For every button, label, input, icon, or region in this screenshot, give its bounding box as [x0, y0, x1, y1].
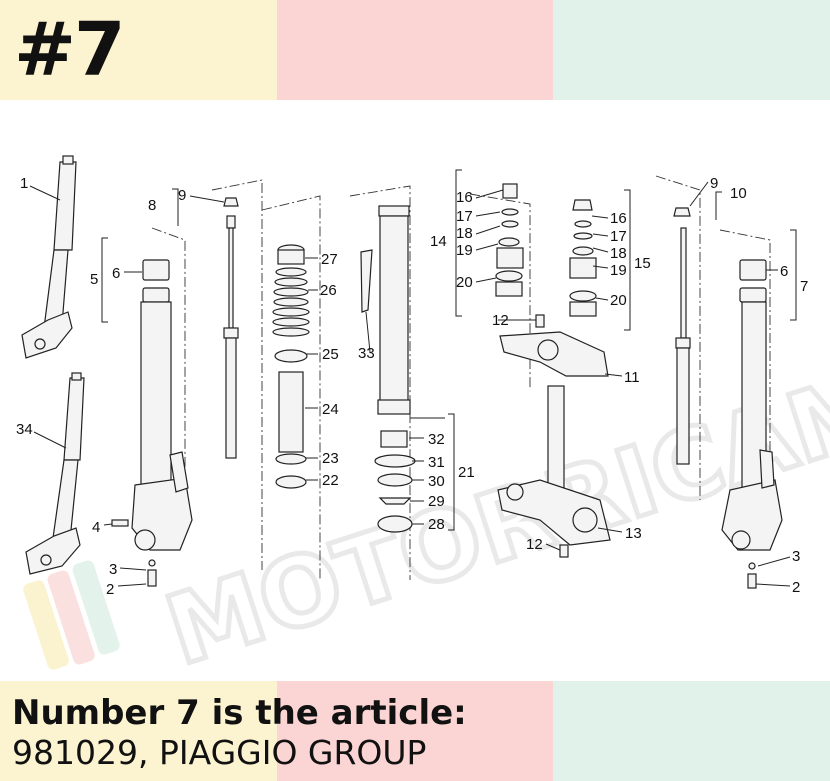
callout-6: 6	[112, 265, 120, 282]
callout-9: 9	[178, 187, 186, 204]
callout-30: 30	[428, 473, 445, 490]
callout-12-bottom: 12	[526, 536, 543, 553]
top-color-band	[0, 0, 830, 100]
callout-labels: 1 34 8 9 5 6 4 3 2 27 26 25 24 23 22 33 …	[16, 175, 808, 598]
steering-assemblies	[469, 183, 611, 558]
callout-34: 34	[16, 421, 33, 438]
bellows-rings	[272, 267, 310, 337]
callout-3: 3	[109, 561, 117, 578]
callout-33: 33	[358, 345, 375, 362]
callout-7: 7	[800, 278, 808, 295]
callout-21: 21	[458, 464, 475, 481]
callout-19-left: 19	[456, 242, 473, 259]
callout-20-right: 20	[610, 292, 627, 309]
caption-line-1: Number 7 is the article:	[12, 693, 467, 733]
callout-14: 14	[430, 233, 447, 250]
callout-13: 13	[625, 525, 642, 542]
exploded-fork-diagram: MOTORRICAMBI	[16, 155, 830, 681]
callout-20-left: 20	[456, 274, 473, 291]
callout-17-right: 17	[610, 228, 627, 245]
callout-3-right: 3	[792, 548, 800, 565]
right-cartridge-rod	[655, 175, 701, 500]
callout-11: 11	[624, 369, 640, 386]
callout-5: 5	[90, 271, 98, 288]
item-number-badge: #7	[14, 7, 125, 93]
callout-15: 15	[634, 255, 651, 272]
callout-18-left: 18	[456, 225, 473, 242]
callout-25: 25	[322, 346, 339, 363]
callout-2: 2	[106, 581, 114, 598]
callout-18-right: 18	[610, 245, 627, 262]
callout-32: 32	[428, 431, 445, 448]
callout-9-right: 9	[710, 175, 718, 192]
callout-4: 4	[92, 519, 100, 536]
inner-tube	[349, 185, 416, 580]
callout-26: 26	[320, 282, 337, 299]
part-1-fork-assembly	[21, 155, 77, 359]
callout-1: 1	[20, 175, 28, 192]
callout-22: 22	[322, 472, 339, 489]
boot-stack	[261, 195, 321, 580]
leader-lines	[29, 169, 797, 587]
bottom-color-band	[0, 681, 830, 781]
callout-27: 27	[321, 251, 338, 268]
caption-line-2: 981029, PIAGGIO GROUP	[12, 733, 427, 772]
callout-17-left: 17	[456, 208, 473, 225]
callout-16-left: 16	[456, 189, 473, 206]
cartridge-rod	[211, 179, 263, 570]
callout-19-right: 19	[610, 262, 627, 279]
callout-31: 31	[428, 454, 445, 471]
callout-12-top: 12	[492, 312, 509, 329]
callout-6-right: 6	[780, 263, 788, 280]
left-outer-tube	[111, 227, 193, 587]
callout-23: 23	[322, 450, 339, 467]
callout-2-right: 2	[792, 579, 800, 596]
callout-24: 24	[322, 401, 339, 418]
callout-29: 29	[428, 493, 445, 510]
right-outer-tube	[719, 229, 783, 589]
callout-16-right: 16	[610, 210, 627, 227]
callout-10: 10	[730, 185, 747, 202]
callout-28: 28	[428, 516, 445, 533]
part-34-fork-assembly	[25, 372, 85, 575]
callout-8: 8	[148, 197, 156, 214]
